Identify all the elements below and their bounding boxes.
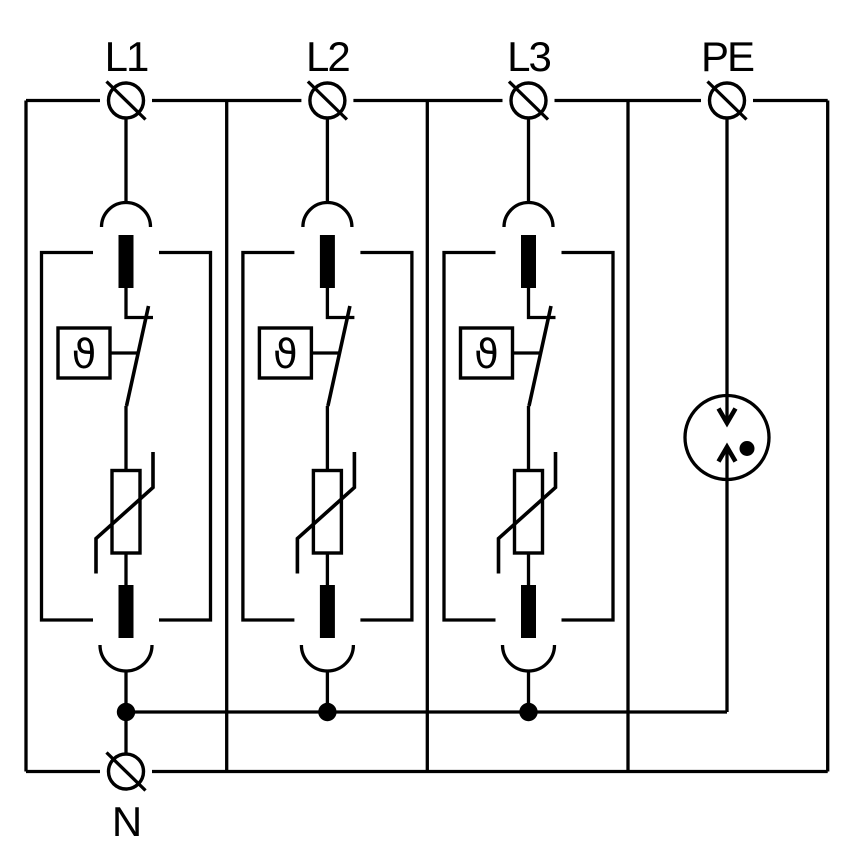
terminal-slash xyxy=(306,80,349,121)
plug-contact-bottom-icon xyxy=(299,644,356,673)
contact-pin-top xyxy=(319,235,335,288)
module-housing xyxy=(39,250,213,622)
terminal-label-l2: L2 xyxy=(306,33,349,80)
plug-contact-top-icon xyxy=(99,200,153,228)
plug-contact-top-icon xyxy=(301,200,354,228)
contact-pin-top xyxy=(521,235,536,288)
gdt-gas-dot xyxy=(739,441,755,456)
terminal-label-n: N xyxy=(112,798,140,845)
terminal-pe xyxy=(706,80,748,121)
varistor-icon xyxy=(94,452,155,574)
terminal-n xyxy=(105,751,147,792)
thermal-disconnector-switch-icon: ϑ xyxy=(458,305,553,407)
module-wire xyxy=(325,119,355,712)
junction-dot xyxy=(116,702,136,722)
plug-contact-bottom-icon xyxy=(98,644,154,673)
gas-discharge-tube-icon xyxy=(683,393,771,482)
gdt-arrow-up xyxy=(716,442,738,463)
varistor-icon xyxy=(496,452,558,574)
plug-contact-top-icon xyxy=(502,200,555,228)
contact-pin-bottom xyxy=(319,585,335,638)
switch-blade xyxy=(527,305,553,407)
thermal-disconnector-switch-icon: ϑ xyxy=(257,305,352,407)
switch-blade xyxy=(326,305,352,407)
module-wire xyxy=(526,119,556,712)
gdt-circle xyxy=(683,393,771,482)
junction-dot xyxy=(519,702,538,722)
terminal-label-l3: L3 xyxy=(507,33,550,80)
thermal-sensor-symbol: ϑ xyxy=(72,332,97,378)
spd-module-l1: ϑ xyxy=(39,119,213,712)
terminal-l1 xyxy=(105,80,147,121)
thermal-disconnector-switch-icon: ϑ xyxy=(56,305,151,407)
varistor-stroke xyxy=(295,452,357,574)
neutral-junction-bus xyxy=(116,702,727,754)
terminal-label-l1: L1 xyxy=(105,33,148,80)
varistor-stroke xyxy=(496,452,558,574)
thermal-sensor-box xyxy=(257,326,314,380)
junction-dot xyxy=(318,702,337,722)
terminal-l2 xyxy=(306,80,349,121)
contact-pin-bottom xyxy=(118,585,134,638)
device-frame xyxy=(24,98,830,774)
module-wire xyxy=(124,119,153,712)
varistor-stroke xyxy=(94,452,155,574)
terminal-label-pe: PE xyxy=(701,33,754,80)
terminal-l3 xyxy=(507,80,550,121)
gdt-arrow-down xyxy=(716,407,738,428)
terminal-slash xyxy=(105,80,147,121)
pe-path xyxy=(683,119,771,712)
thermal-sensor-box xyxy=(458,326,515,380)
contact-pin-top xyxy=(118,235,134,288)
spd-module-l3: ϑ xyxy=(442,119,615,712)
thermal-sensor-symbol: ϑ xyxy=(474,332,499,378)
thermal-sensor-symbol: ϑ xyxy=(273,332,298,378)
module-housing xyxy=(241,250,414,622)
terminal-slash xyxy=(706,80,748,121)
terminal-slash xyxy=(105,751,147,792)
module-housing xyxy=(442,250,615,622)
switch-blade xyxy=(124,305,151,407)
thermal-sensor-box xyxy=(56,326,112,380)
spd-module-l2: ϑ xyxy=(241,119,414,712)
terminal-slash xyxy=(507,80,550,121)
contact-pin-bottom xyxy=(521,585,536,638)
varistor-icon xyxy=(295,452,357,574)
plug-contact-bottom-icon xyxy=(500,644,557,673)
